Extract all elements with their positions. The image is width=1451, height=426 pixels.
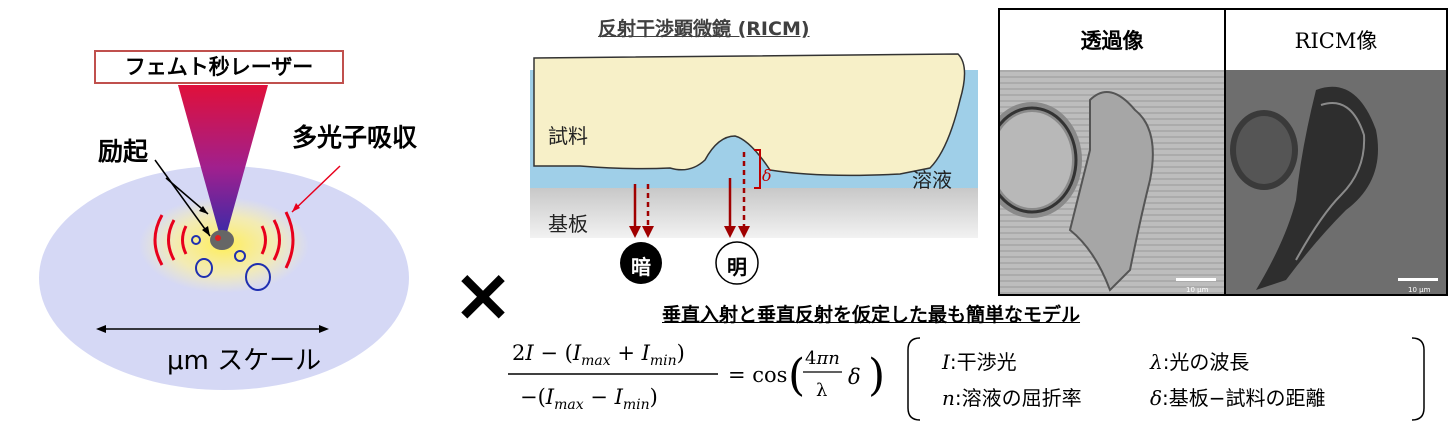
emission-arcs-left <box>153 214 188 266</box>
model-title: 垂直入射と垂直反射を仮定した最も簡単なモデル <box>662 304 1081 326</box>
legend-item-refractive-index: n:溶液の屈折率 <box>942 386 1082 410</box>
svg-text:4πn: 4πn <box>805 348 840 369</box>
svg-text:λ: λ <box>816 380 827 401</box>
laser-beam <box>178 85 268 236</box>
sample-label: 試料 <box>548 124 588 148</box>
header-ricm: RICM像 <box>1226 10 1446 70</box>
substrate-label: 基板 <box>548 212 588 236</box>
delta-label: δ <box>762 166 772 185</box>
legend-item-wavelength: λ:光の波長 <box>1150 350 1250 374</box>
legend-item-distance: δ:基板−試料の距離 <box>1150 386 1326 410</box>
laser-diagram <box>39 85 409 390</box>
dark-circle <box>620 242 662 284</box>
svg-text:δ: δ <box>848 365 861 389</box>
header-transmitted: 透過像 <box>1000 10 1226 70</box>
svg-text:10 μm: 10 μm <box>1186 286 1209 294</box>
image-table: 透過像 RICM像 10 μm 10 μm <box>998 8 1448 296</box>
ricm-title: 反射干渉顕微鏡 (RICM) <box>598 18 810 40</box>
legend-box: I:干渉光 λ:光の波長 n:溶液の屈折率 δ:基板−試料の距離 <box>906 336 1426 422</box>
cross-symbol: × <box>452 252 515 338</box>
bright-circle <box>715 241 759 285</box>
bubbles <box>191 235 271 291</box>
formula: 2I − (Imax + Imin) −(Imax − Imin) = cos … <box>508 341 885 413</box>
focal-spot <box>210 230 234 250</box>
svg-text:2I − (Imax + Imin): 2I − (Imax + Imin) <box>512 341 685 369</box>
ricm-diagram <box>530 53 978 285</box>
scale-label: μm スケール <box>167 346 322 376</box>
svg-text:= cos: = cos <box>728 363 787 387</box>
ricm-image: 10 μm <box>1226 70 1446 294</box>
transmitted-image: 10 μm <box>1000 70 1224 294</box>
bright-label: 明 <box>727 255 747 279</box>
multiphoton-absorption-label: 多光子吸収 <box>292 123 418 152</box>
svg-text:): ) <box>868 350 885 401</box>
svg-text:10 μm: 10 μm <box>1408 286 1431 294</box>
laser-label: フェムト秒レーザー <box>94 50 344 84</box>
excitation-label: 励起 <box>98 137 149 166</box>
solution-label: 溶液 <box>912 168 952 192</box>
sample-shape <box>533 53 966 177</box>
substrate-layer <box>530 188 978 238</box>
dark-label: 暗 <box>631 255 651 279</box>
emission-arcs-right <box>260 211 295 269</box>
legend-item-intensity: I:干渉光 <box>942 350 1017 374</box>
svg-text:(: ( <box>788 350 805 401</box>
svg-text:−(Imax − Imin): −(Imax − Imin) <box>520 385 658 413</box>
